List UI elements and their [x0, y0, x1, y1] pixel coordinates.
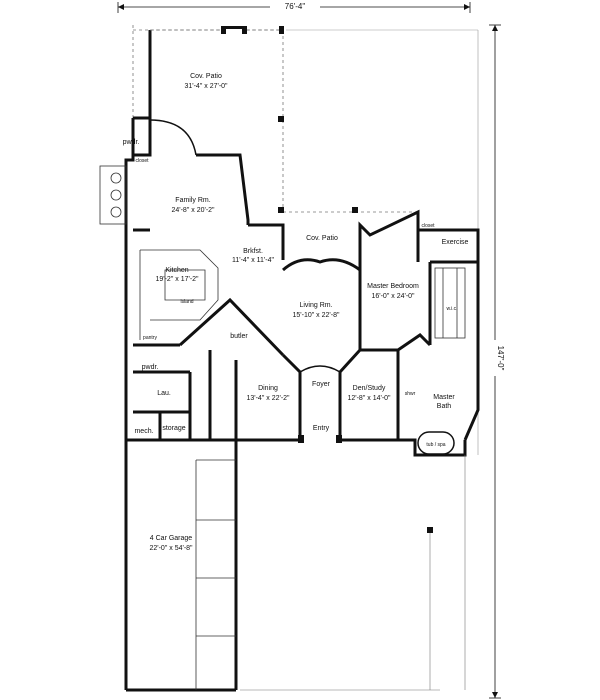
label-master-bath-1: Master — [433, 394, 455, 401]
small-labels: pwdr. closet closet Exercise island pant… — [123, 139, 469, 448]
size-dining: 13'-4" x 22'-2" — [246, 395, 290, 402]
label-master-bath-2: Bath — [437, 403, 452, 410]
label-shwr: shwr — [405, 391, 416, 397]
label-pwdr-mid: pwdr. — [142, 364, 159, 371]
size-cov-patio-rear: 31'-4" x 27'-0" — [184, 83, 228, 90]
width-dimension-label: 76'-4" — [285, 2, 306, 11]
label-wic: w.i.c. — [446, 306, 457, 312]
label-pwdr-top: pwdr. — [123, 139, 140, 146]
label-family: Family Rm. — [175, 197, 210, 204]
label-pantry: pantry — [143, 335, 157, 341]
label-lau: Lau. — [157, 390, 171, 397]
label-entry: Entry — [313, 425, 330, 432]
garage-bays — [195, 455, 466, 691]
room-labels: Cov. Patio 31'-4" x 27'-0" Family Rm. 24… — [149, 73, 455, 552]
label-tub-spa: tub / spa — [426, 442, 445, 448]
overall-width-dimension: 76'-4" — [117, 0, 471, 13]
label-garage: 4 Car Garage — [150, 535, 193, 542]
label-cov-patio-rear: Cov. Patio — [190, 73, 222, 80]
size-master-bedroom: 16'-0" x 24'-0" — [371, 293, 415, 300]
label-kitchen: Kitchen — [165, 267, 188, 274]
label-master-bedroom: Master Bedroom — [367, 283, 419, 290]
size-kitchen: 19'-2" x 17'-2" — [155, 276, 199, 283]
label-brkfst: Brkfst. — [243, 248, 263, 255]
label-living: Living Rm. — [299, 302, 332, 309]
label-exercise: Exercise — [442, 239, 469, 246]
house-walls — [124, 118, 480, 692]
label-storage: storage — [162, 425, 185, 432]
label-island: island — [180, 299, 193, 305]
label-dining: Dining — [258, 385, 278, 392]
exterior-fixture — [99, 165, 127, 225]
label-closet-top: closet — [135, 158, 149, 164]
size-garage: 22'-0" x 54'-8" — [149, 545, 193, 552]
tub-spa — [417, 431, 455, 455]
label-closet-master: closet — [421, 223, 435, 229]
label-den: Den/Study — [353, 385, 386, 392]
overall-depth-dimension: 147'-0" — [489, 24, 505, 699]
label-mech: mech. — [134, 428, 153, 435]
depth-dimension-label: 147'-0" — [496, 346, 505, 371]
wic-shelving — [434, 267, 466, 339]
size-brkfst: 11'-4" x 11'-4" — [232, 257, 275, 264]
label-butler: butler — [230, 333, 248, 340]
rear-patio — [133, 26, 418, 213]
label-cov-patio-side: Cov. Patio — [306, 235, 338, 242]
label-foyer: Foyer — [312, 381, 331, 388]
size-family: 24'-8" x 20'-2" — [171, 207, 215, 214]
size-living: 15'-10" x 22'-8" — [293, 312, 340, 319]
size-den: 12'-8" x 14'-0" — [347, 395, 391, 402]
kitchen-fixtures — [139, 249, 219, 340]
